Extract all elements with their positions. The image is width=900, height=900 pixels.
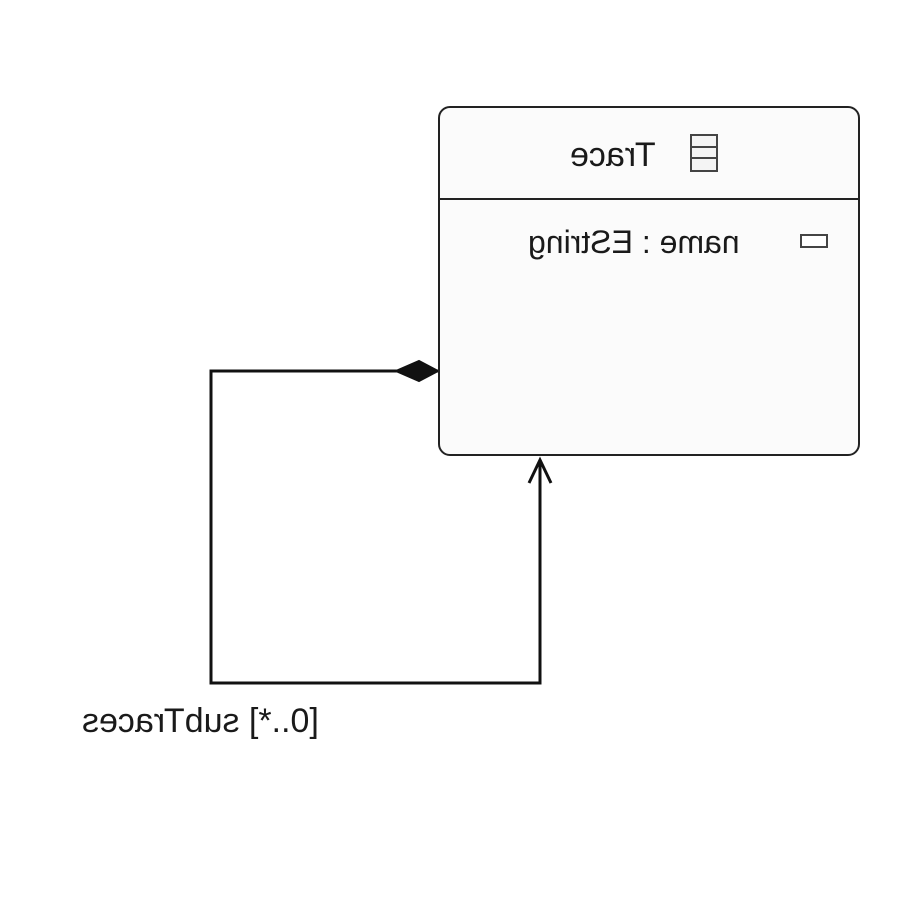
containment-diamond-icon	[393, 359, 441, 383]
class-name: Trace	[570, 136, 656, 174]
reference-role-label: [0..*] subTraces	[82, 702, 319, 740]
class-header: Trace	[440, 108, 858, 200]
class-trace[interactable]: Trace name : EString	[438, 106, 860, 456]
reference-line	[209, 369, 542, 685]
eclass-icon	[690, 134, 718, 172]
attribute-name: name : EString	[528, 224, 740, 260]
arrowhead-icon	[527, 456, 553, 484]
eattribute-icon	[800, 234, 828, 248]
